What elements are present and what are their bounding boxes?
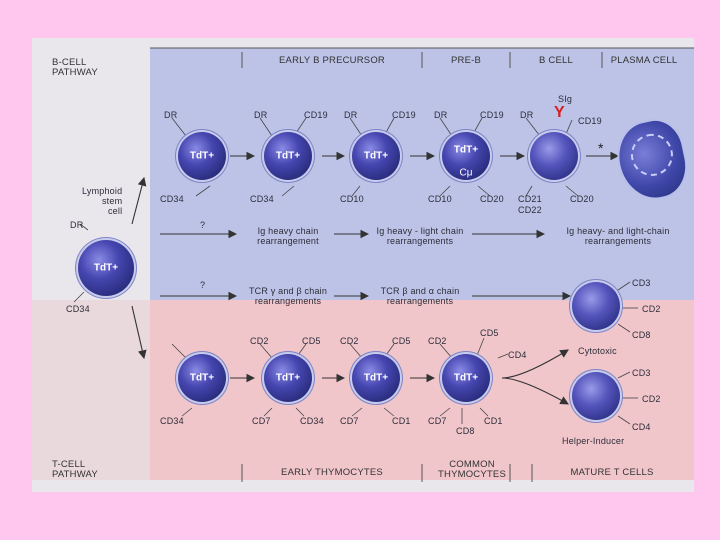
t2-cd7: CD7 (252, 416, 271, 426)
sig-receptor-icon: Y (554, 104, 565, 122)
t4-cd7: CD7 (428, 416, 447, 426)
stage-plasma-cell: PLASMA CELL (611, 56, 678, 66)
b-cell-stage-1: TdT+ (178, 132, 226, 180)
t-cell-stage-3: TdT+ (352, 354, 400, 402)
t2-tdt: TdT+ (276, 373, 300, 384)
b5-cd20: CD20 (570, 194, 594, 204)
t3-cd7: CD7 (340, 416, 359, 426)
t4-tdt: TdT+ (454, 373, 478, 384)
helper-inducer-label: Helper-Inducer (562, 436, 624, 446)
b-cell-stage-3: TdT+ (352, 132, 400, 180)
mature-b-cell (530, 132, 578, 180)
b3-tdt: TdT+ (364, 151, 388, 162)
cytotoxic-cd3: CD3 (632, 278, 651, 288)
stage-pre-b: PRE-B (451, 56, 481, 66)
b1-dr: DR (164, 110, 177, 120)
t2-cd5: CD5 (302, 336, 321, 346)
t4-cd8: CD8 (456, 426, 475, 436)
cytotoxic-t-cell (572, 282, 620, 330)
t-rearr-question: ? (200, 280, 205, 290)
b2-cd19: CD19 (304, 110, 328, 120)
b-cell-stage-2: TdT+ (264, 132, 312, 180)
helper-cd4: CD4 (632, 422, 651, 432)
t3-cd1: CD1 (392, 416, 411, 426)
b4-dr: DR (434, 110, 447, 120)
t-cell-stage-1: TdT+ (178, 354, 226, 402)
t4-cd1: CD1 (484, 416, 503, 426)
b-rearr-question: ? (200, 220, 205, 230)
b1-cd34: CD34 (160, 194, 184, 204)
stem-tdt-label: TdT+ (94, 263, 118, 274)
b5-sig: SIg (558, 94, 572, 104)
helper-cd3: CD3 (632, 368, 651, 378)
b-cell-stage-4: TdT+ Cμ (442, 132, 490, 180)
helper-cd2: CD2 (642, 394, 661, 404)
t3-cd5: CD5 (392, 336, 411, 346)
stage-early-thymocytes: EARLY THYMOCYTES (281, 468, 383, 478)
t1-tdt: TdT+ (190, 373, 214, 384)
t4-cd4: CD4 (508, 350, 527, 360)
b3-cd10: CD10 (340, 194, 364, 204)
b4-cd10: CD10 (428, 194, 452, 204)
cytotoxic-label: Cytotoxic (578, 346, 617, 356)
helper-inducer-t-cell (572, 372, 620, 420)
t-cell-stage-4: TdT+ (442, 354, 490, 402)
cytotoxic-cd2: CD2 (642, 304, 661, 314)
b4-cd20: CD20 (480, 194, 504, 204)
t2-cd34: CD34 (300, 416, 324, 426)
t2-cd2: CD2 (250, 336, 269, 346)
t-cell-stage-2: TdT+ (264, 354, 312, 402)
b5-cd19: CD19 (578, 116, 602, 126)
rearrangement-star: * (598, 140, 603, 156)
t1-cd34: CD34 (160, 416, 184, 426)
b4-cd19: CD19 (480, 110, 504, 120)
b5-dr: DR (520, 110, 533, 120)
b2-cd34: CD34 (250, 194, 274, 204)
stage-mature-t-cells: MATURE T CELLS (570, 468, 653, 478)
b5-cd21: CD21 (518, 194, 542, 204)
b5-cd22: CD22 (518, 205, 542, 215)
b1-tdt: TdT+ (190, 151, 214, 162)
t3-cd2: CD2 (340, 336, 359, 346)
b4-tdt: TdT+ (454, 145, 478, 156)
t4-cd2: CD2 (428, 336, 447, 346)
lymphoid-stem-cell: TdT+ (78, 240, 134, 296)
b3-dr: DR (344, 110, 357, 120)
b3-cd19: CD19 (392, 110, 416, 120)
t3-tdt: TdT+ (364, 373, 388, 384)
stage-b-cell: B CELL (539, 56, 573, 66)
stem-cd34-label: CD34 (66, 304, 90, 314)
plasma-cell-nucleus (627, 130, 677, 180)
b2-dr: DR (254, 110, 267, 120)
stage-early-b-precursor: EARLY B PRECURSOR (279, 56, 385, 66)
b4-cmu: Cμ (460, 168, 473, 179)
t4-cd5: CD5 (480, 328, 499, 338)
b2-tdt: TdT+ (276, 151, 300, 162)
cytotoxic-cd8: CD8 (632, 330, 651, 340)
stem-dr-label: DR (70, 220, 83, 230)
